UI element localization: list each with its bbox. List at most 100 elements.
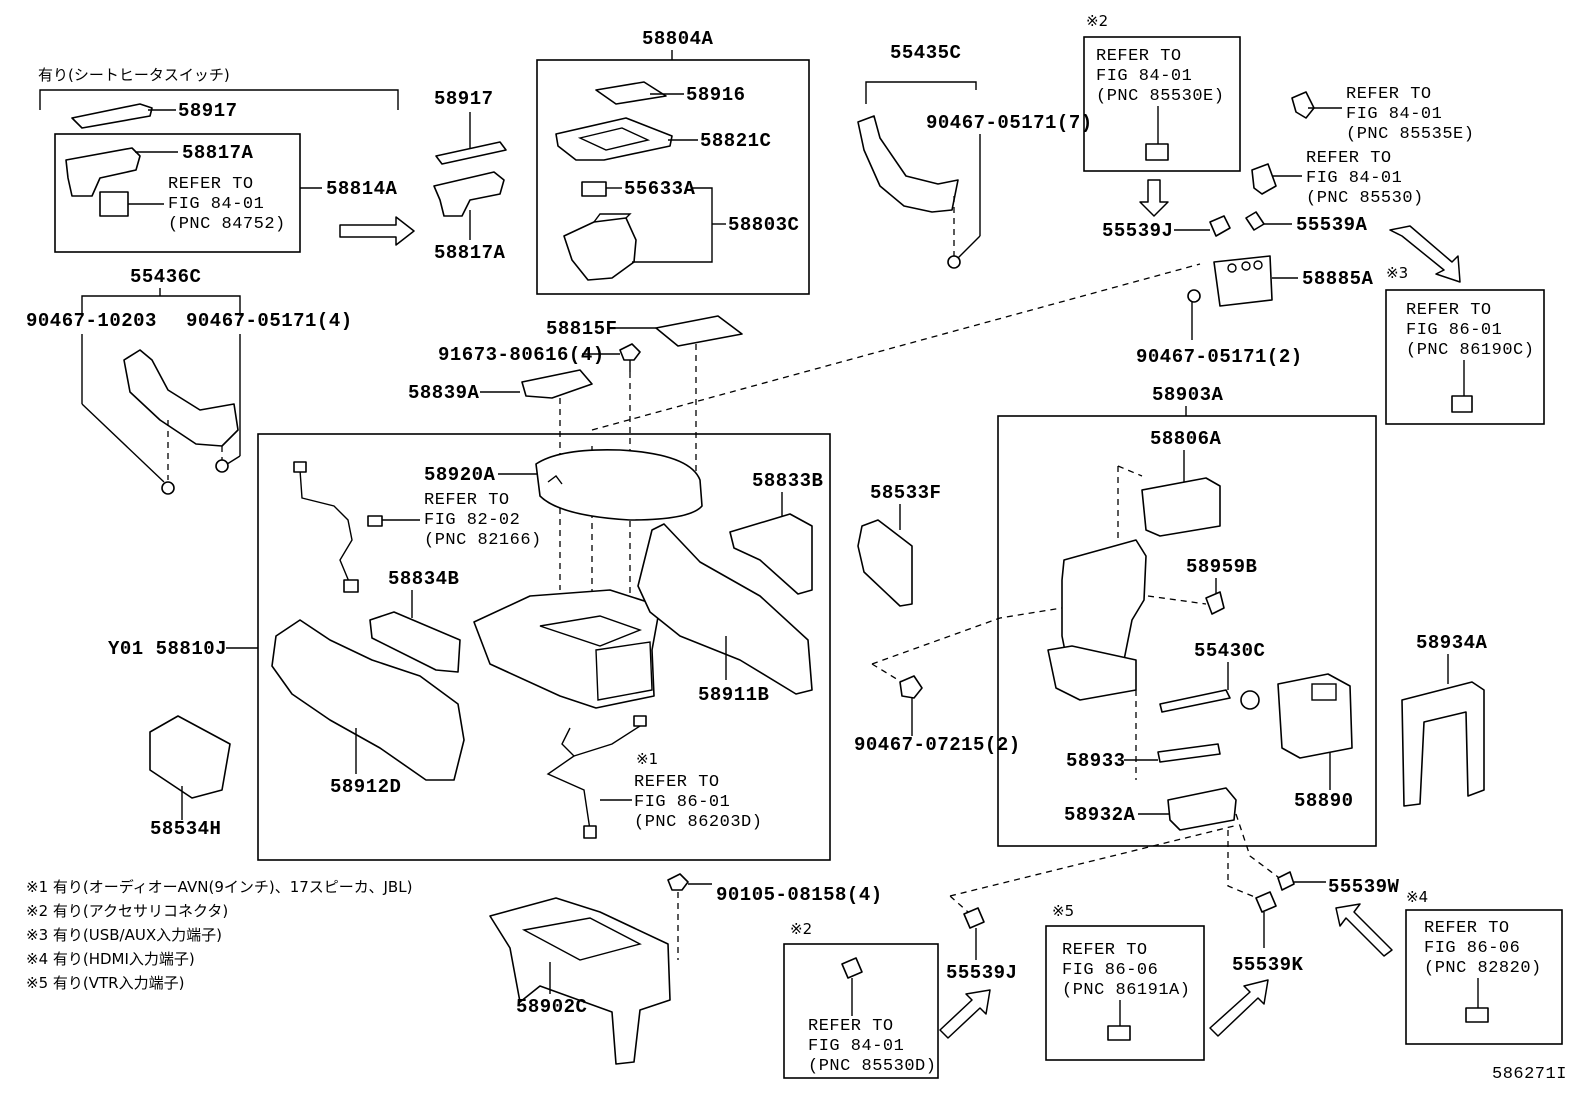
arrow-up-right-icon [939, 989, 991, 1039]
part-85530D-drawing [841, 957, 863, 979]
arrow-down-icon [1139, 179, 1169, 217]
label-58833B: 58833B [752, 470, 823, 492]
part-55539K-drawing [1255, 891, 1277, 913]
box-58810J [257, 433, 831, 861]
ref-84752-line1: REFER TO [168, 175, 254, 194]
part-58903A-bezel-drawing [1061, 539, 1147, 677]
part-58912D-drawing [271, 619, 465, 781]
part-58890-drawing [1277, 673, 1353, 759]
label-58932A: 58932A [1064, 804, 1136, 826]
ref-85535E-line1: REFER TO [1346, 85, 1432, 104]
part-58959B-drawing [1205, 591, 1225, 615]
part-58934A-drawing [1401, 681, 1485, 807]
clip-icon [1187, 289, 1201, 303]
box-58804A [536, 59, 810, 295]
label-58534H: 58534H [150, 818, 221, 840]
mark-2-bottom: ※2 [790, 920, 812, 938]
part-58833B-drawing [729, 513, 813, 595]
legend-item-1: ※1 有り(オーディオーAVN(9インチ)、17スピーカ、JBL) [26, 878, 412, 896]
ref-86190C-line2: FIG 86-01 [1406, 321, 1502, 340]
label-90467-05171-7: 90467-05171(7) [926, 112, 1093, 134]
label-90467-05171-4: 90467-05171(4) [186, 310, 353, 332]
label-55539K: 55539K [1232, 954, 1304, 976]
part-55539W-drawing [1277, 871, 1295, 891]
ref-86203D-line1: REFER TO [634, 773, 720, 792]
part-55539J-bottom-drawing [963, 907, 985, 929]
part-58917-drawing [71, 103, 153, 129]
bolt-icon [619, 343, 641, 361]
ref-84752-line3: (PNC 84752) [168, 215, 286, 234]
arrow-diagonal-icon [1389, 225, 1461, 283]
ref-82166-line2: FIG 82-02 [424, 511, 520, 530]
label-90105-08158-4: 90105-08158(4) [716, 884, 883, 906]
ref-85530E-line3: (PNC 85530E) [1096, 87, 1224, 106]
clip-icon [161, 481, 175, 495]
wire-harness-82166 [299, 469, 353, 585]
label-55539A: 55539A [1296, 214, 1368, 236]
box-85530E [1083, 36, 1241, 172]
label-58804A: 58804A [642, 28, 714, 50]
part-58534H-drawing [149, 715, 231, 799]
ref-84752-line2: FIG 84-01 [168, 195, 264, 214]
ref-85530-line1: REFER TO [1306, 149, 1392, 168]
ref-85535E-line3: (PNC 85535E) [1346, 125, 1474, 144]
part-82820-drawing [1465, 1007, 1489, 1023]
ref-86191A-line1: REFER TO [1062, 941, 1148, 960]
part-55633A-drawing [581, 181, 607, 197]
part-84752-drawing [99, 191, 129, 217]
header-note: 有り(シートヒータスイッチ) [38, 66, 230, 84]
ref-86191A-line3: (PNC 86191A) [1062, 981, 1190, 1000]
label-58920A: 58920A [424, 464, 496, 486]
ref-86203D-line3: (PNC 86203D) [634, 813, 762, 832]
ref-85530D-line3: (PNC 85530D) [808, 1057, 936, 1076]
mark-5: ※5 [1052, 902, 1074, 920]
label-58917-side: 58917 [434, 88, 494, 110]
label-90467-10203: 90467-10203 [26, 310, 157, 332]
mark-4: ※4 [1406, 888, 1428, 906]
label-55633A: 55633A [624, 178, 696, 200]
figure-id: 586271I [1492, 1065, 1567, 1084]
label-58810J: Y01 58810J [108, 638, 227, 660]
mark-2-top: ※2 [1086, 12, 1108, 30]
ref-82820-line2: FIG 86-06 [1424, 939, 1520, 958]
part-58911B-drawing [637, 523, 813, 695]
ref-85530E-line1: REFER TO [1096, 47, 1182, 66]
ref-85530D-line2: FIG 84-01 [808, 1037, 904, 1056]
mark-3: ※3 [1386, 264, 1408, 282]
part-58815F-drawing [655, 315, 743, 347]
header-bracket [39, 89, 399, 110]
clip-icon [947, 255, 961, 269]
part-58817A-side-drawing [433, 171, 505, 217]
label-55539W: 55539W [1328, 876, 1400, 898]
ref-85530D-line1: REFER TO [808, 1017, 894, 1036]
ref-85530-line2: FIG 84-01 [1306, 169, 1402, 188]
ref-85535E-line2: FIG 84-01 [1346, 105, 1442, 124]
part-58917-side-drawing [435, 141, 507, 165]
legend-item-3: ※3 有り(USB/AUX入力端子) [26, 926, 222, 944]
part-55435C-drawing [857, 115, 959, 213]
label-58817A-top: 58817A [182, 142, 254, 164]
arrow-up-right-icon [1209, 979, 1269, 1037]
ref-86190C-line3: (PNC 86190C) [1406, 341, 1534, 360]
label-58912D: 58912D [330, 776, 401, 798]
part-58821C-drawing [555, 117, 673, 161]
box-86191A [1045, 925, 1205, 1061]
part-55436C-drawing [123, 349, 239, 447]
label-58821C: 58821C [700, 130, 771, 152]
part-85530-drawing [1251, 163, 1277, 195]
label-55539J-bottom: 55539J [946, 962, 1017, 984]
ref-86191A-line2: FIG 86-06 [1062, 961, 1158, 980]
label-91673-80616-4: 91673-80616(4) [438, 344, 605, 366]
part-55539A-drawing [1245, 211, 1265, 231]
label-58902C: 58902C [516, 996, 587, 1018]
label-58533F: 58533F [870, 482, 941, 504]
part-86191A-drawing [1107, 1025, 1131, 1041]
box-85530D [783, 943, 939, 1079]
label-58890: 58890 [1294, 790, 1354, 812]
box-58814A [54, 133, 301, 253]
legend-item-2: ※2 有り(アクセサリコネクタ) [26, 902, 228, 920]
label-55436C: 55436C [130, 266, 201, 288]
part-58834B-drawing [369, 611, 461, 673]
label-58911B: 58911B [698, 684, 769, 706]
